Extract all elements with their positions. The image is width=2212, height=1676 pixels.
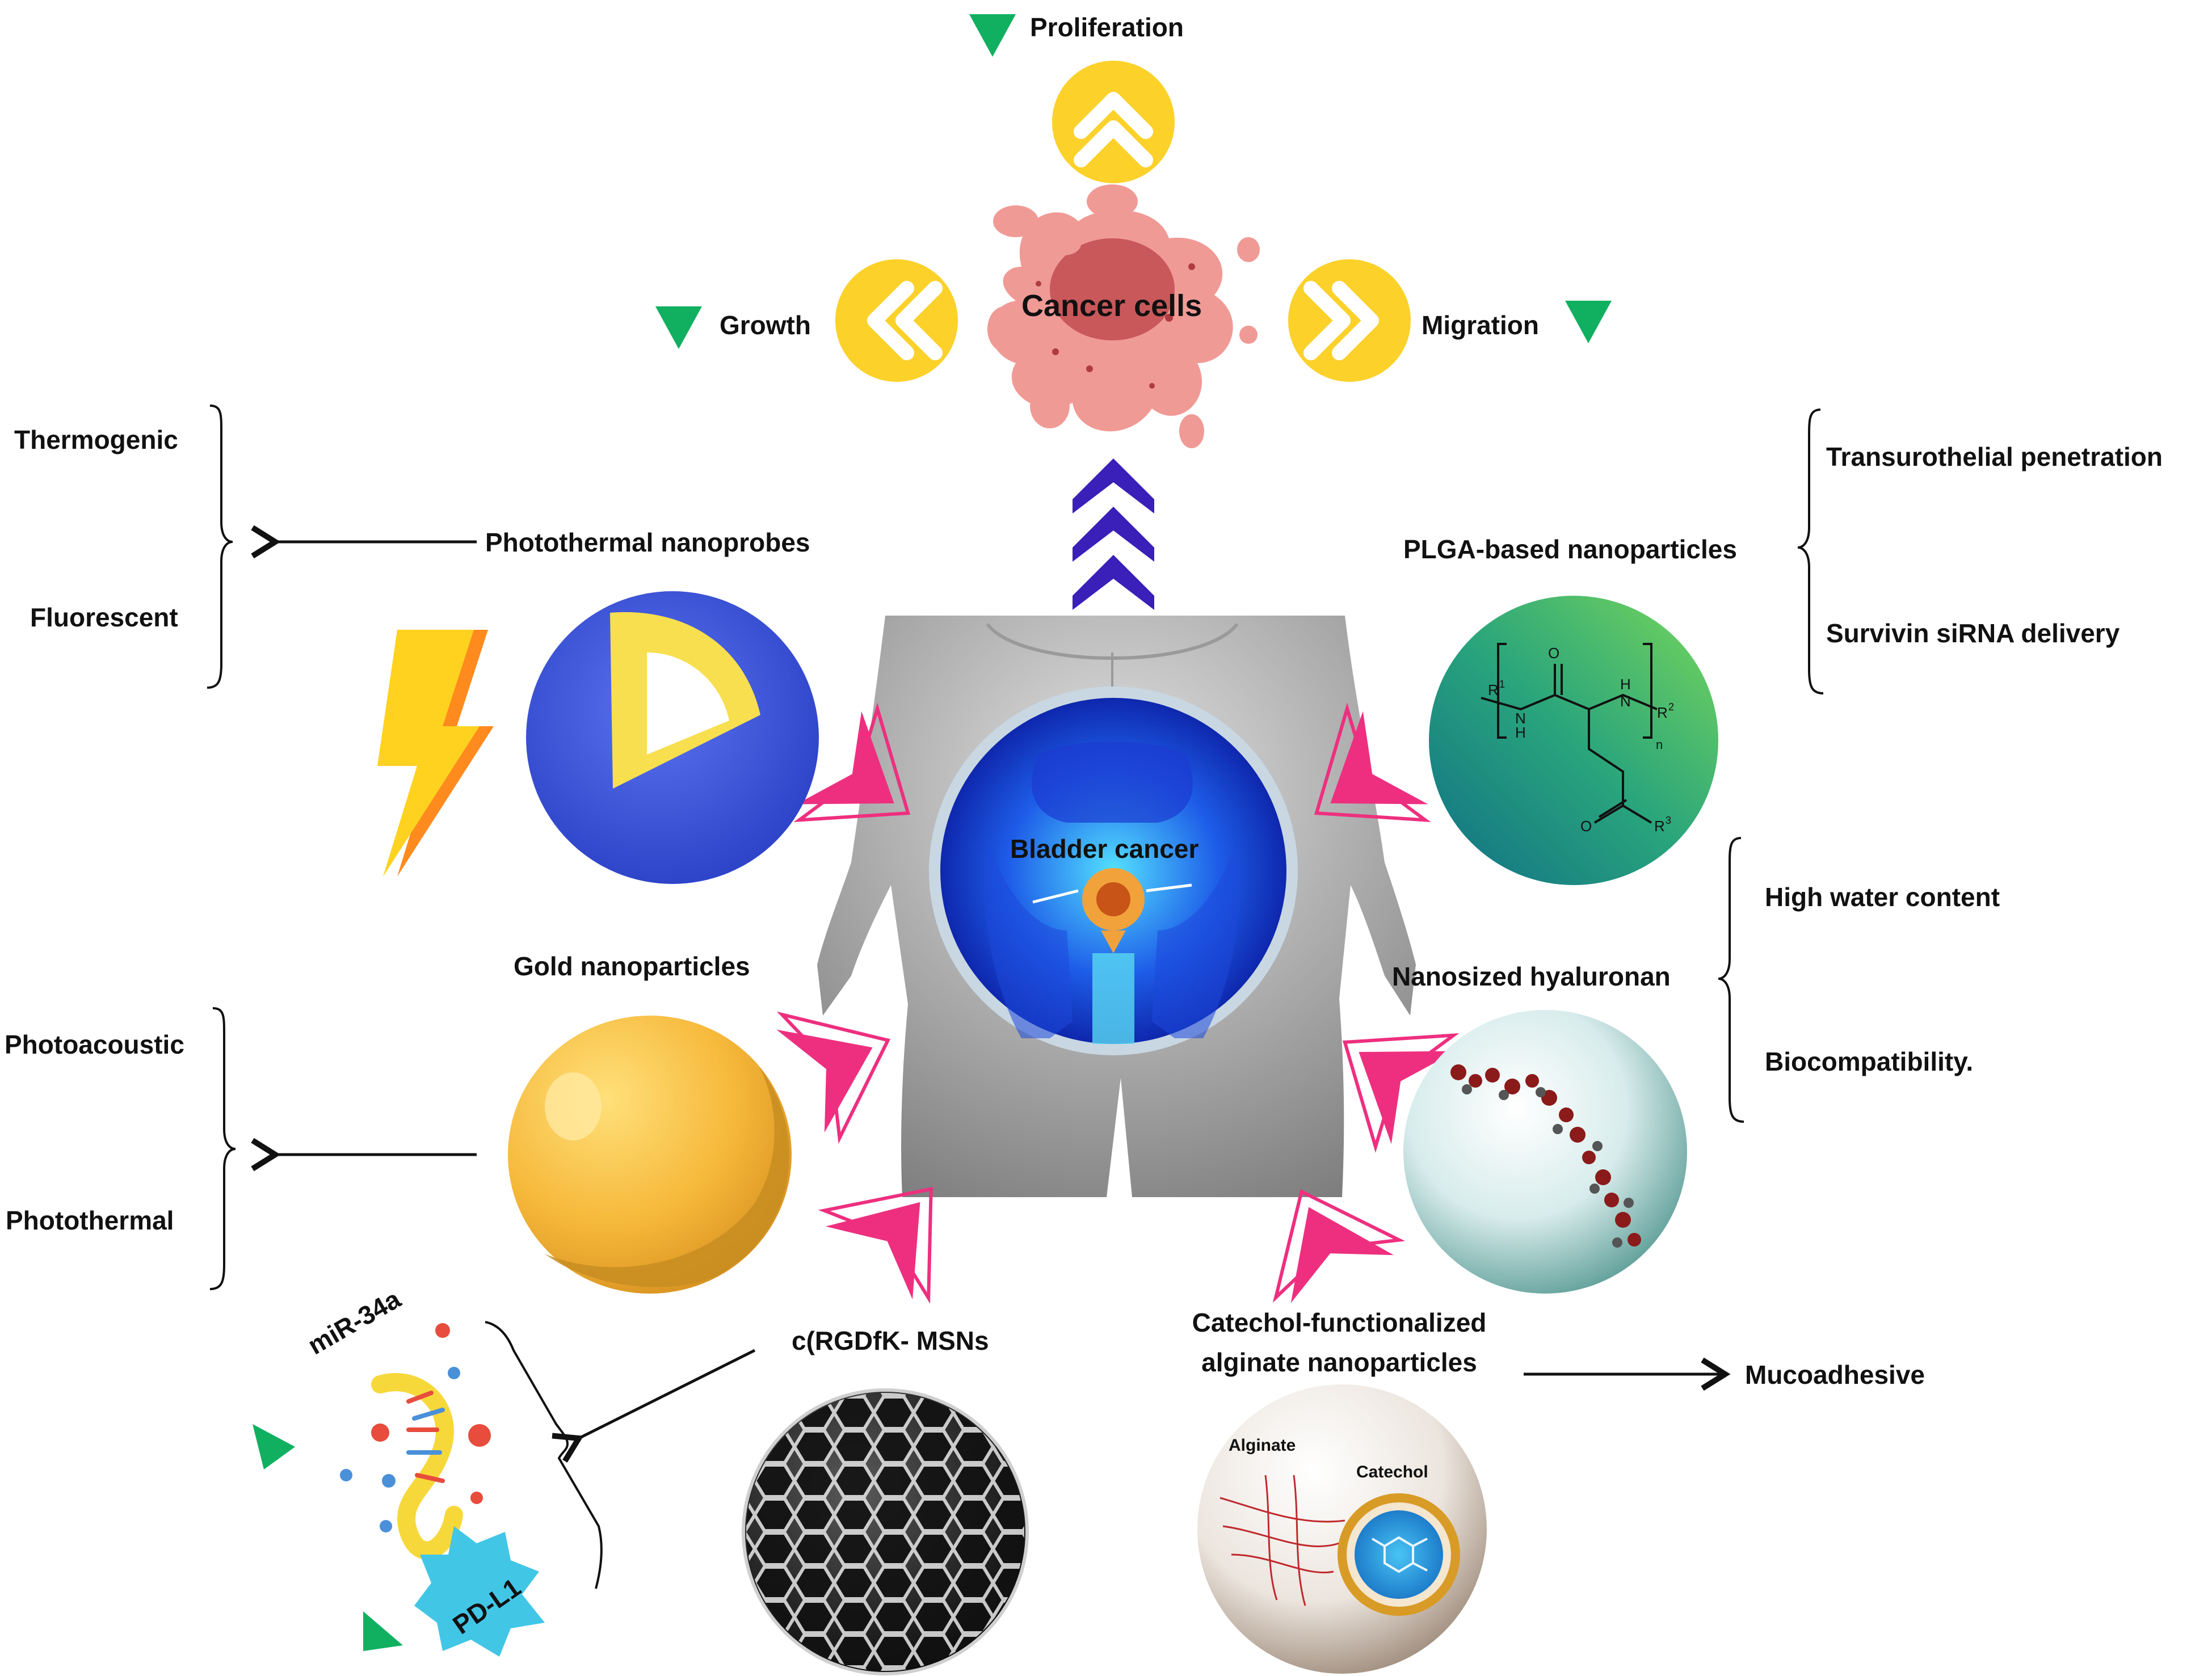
- photothermal-nanoprobe-sphere: [526, 591, 819, 884]
- pink-arrows: [776, 702, 1460, 1304]
- brace-icon: [1718, 837, 1744, 1123]
- thermogenic-label: Thermogenic: [14, 425, 178, 454]
- catechol-tag: Catechol: [1356, 1463, 1428, 1481]
- msn-label: c(RGDfK- MSNs: [792, 1326, 989, 1355]
- growth-label: Growth: [720, 310, 811, 340]
- brace-icon: [209, 1007, 236, 1290]
- alginate-sphere: [1197, 1384, 1487, 1674]
- formula-r3: R: [1654, 818, 1665, 835]
- formula-h2: H: [1620, 676, 1631, 693]
- arrow-icon: [552, 1349, 756, 1463]
- proliferation-label: Proliferation: [1030, 12, 1184, 42]
- mir-34a-strand: [340, 1323, 491, 1560]
- photoacoustic-label: Photoacoustic: [5, 1030, 184, 1059]
- brace-icon: [207, 405, 233, 689]
- bladder-cancer-scan: [929, 687, 1298, 1055]
- formula-r1-sup: 1: [1499, 679, 1505, 690]
- catechol-alginate-label-line1: Catechol-functionalized: [1192, 1308, 1487, 1337]
- bladder-cancer-label: Bladder cancer: [1010, 834, 1199, 864]
- migration-label: Migration: [1422, 310, 1539, 340]
- migration-chevron-icon: [1288, 259, 1411, 382]
- formula-r2: R: [1657, 704, 1668, 721]
- growth-chevron-icon: [835, 259, 958, 382]
- catechol-alginate-label-line2: alginate nanoparticles: [1201, 1347, 1477, 1377]
- mucoadhesive-label: Mucoadhesive: [1745, 1360, 1925, 1389]
- fluorescent-label: Fluorescent: [30, 603, 178, 632]
- cancer-cells-label: Cancer cells: [1021, 289, 1202, 323]
- plga-nanoparticle-sphere: R 1 N H O H N R 2 n O R 3: [1429, 596, 1718, 885]
- proliferation-chevron-icon: [1052, 61, 1175, 183]
- gold-nanoparticles-label: Gold nanoparticles: [514, 951, 750, 981]
- brace-icon: [1797, 409, 1824, 694]
- formula-n2: N: [1620, 693, 1631, 710]
- formula-n1: N: [1515, 710, 1526, 727]
- hyaluronan-label: Nanosized hyaluronan: [1392, 962, 1671, 991]
- photothermal-label: Photothermal: [6, 1206, 174, 1235]
- formula-r3-sup: 3: [1666, 815, 1671, 826]
- formula-h1: H: [1515, 724, 1526, 741]
- lightning-icon: [377, 630, 494, 877]
- formula-n-sub: n: [1656, 738, 1663, 752]
- alginate-tag: Alginate: [1229, 1436, 1296, 1455]
- hyaluronan-sphere: [1403, 1010, 1687, 1294]
- survivin-sirna-label: Survivin siRNA delivery: [1826, 618, 2120, 648]
- biocompatibility-label: Biocompatibility.: [1765, 1047, 1974, 1076]
- up-chevrons-icon: [1073, 458, 1154, 610]
- down-triangle-icon: [655, 306, 702, 349]
- transurothelial-penetration-label: Transurothelial penetration: [1826, 442, 2163, 471]
- down-triangle-icon: [1565, 301, 1612, 343]
- down-triangle-icon: [363, 1611, 403, 1651]
- plga-nanoparticles-label: PLGA-based nanoparticles: [1403, 534, 1737, 564]
- formula-o1: O: [1548, 645, 1559, 662]
- high-water-content-label: High water content: [1765, 882, 2000, 912]
- formula-o2: O: [1580, 818, 1592, 835]
- pdl1-burst-icon: [414, 1526, 545, 1657]
- down-triangle-icon: [969, 14, 1016, 57]
- formula-r1: R: [1488, 681, 1499, 698]
- down-triangle-icon: [253, 1424, 295, 1469]
- msn-sphere: [742, 1388, 1029, 1675]
- cancer-cell-cluster: [987, 184, 1260, 448]
- photothermal-nanoprobes-label: Photothermal nanoprobes: [485, 528, 810, 557]
- formula-r2-sup: 2: [1668, 701, 1674, 713]
- gold-nanoparticle-sphere: [508, 1016, 792, 1294]
